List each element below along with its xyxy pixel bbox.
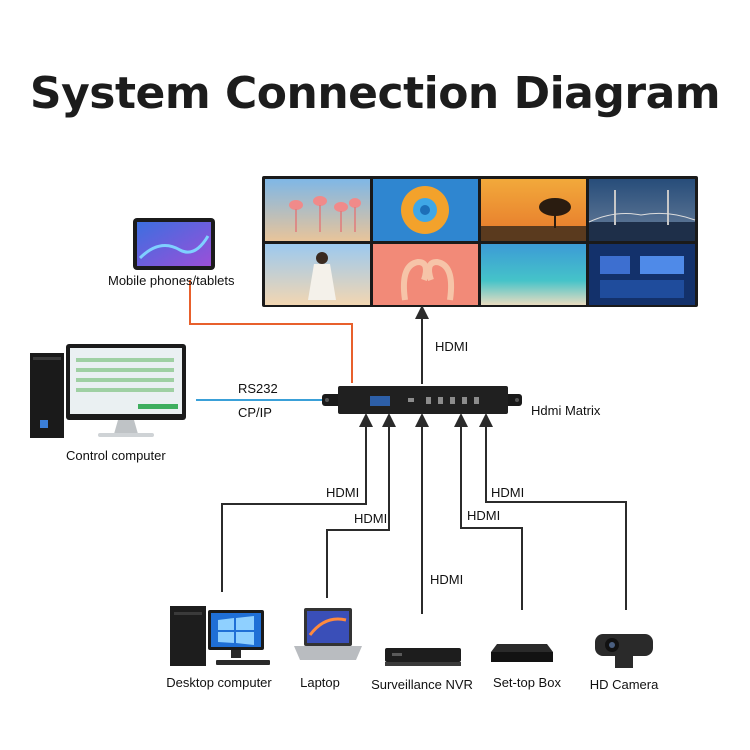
- hdmi-matrix-label: Hdmi Matrix: [531, 403, 601, 418]
- hdmi-output-label: HDMI: [435, 339, 469, 354]
- hdmi-desktop-line: [221, 413, 373, 592]
- mobile-connection-line: [189, 280, 353, 383]
- surveillance-nvr-label: Surveillance NVR: [371, 677, 473, 692]
- hdmi-nvr-label: HDMI: [430, 572, 464, 587]
- wall-screen-flamingos: [265, 179, 370, 241]
- rs232-label: RS232: [238, 381, 278, 396]
- cpip-label: CP/IP: [238, 405, 272, 420]
- surveillance-nvr-icon: [385, 648, 461, 666]
- control-computer-label: Control computer: [66, 448, 166, 463]
- set-top-box-label: Set-top Box: [493, 675, 561, 690]
- hdmi-matrix-device: [322, 386, 522, 414]
- hdmi-settop-label: HDMI: [467, 508, 501, 523]
- hd-camera-icon: [595, 634, 653, 668]
- diagram-title: System Connection Diagram: [29, 68, 721, 119]
- hdmi-laptop-line: [326, 413, 396, 598]
- hdmi-camera-label: HDMI: [491, 485, 525, 500]
- hdmi-laptop-label: HDMI: [354, 511, 388, 526]
- desktop-computer-label: Desktop computer: [166, 675, 272, 690]
- hdmi-camera-line: [479, 413, 627, 610]
- hdmi-desktop-label: HDMI: [326, 485, 360, 500]
- control-computer-icon: [30, 344, 186, 438]
- hd-camera-label: HD Camera: [589, 677, 659, 692]
- wall-screen-beach: [481, 244, 586, 305]
- tablet-icon: [133, 218, 215, 270]
- mobile-label: Mobile phones/tablets: [108, 273, 235, 288]
- set-top-box-icon: [491, 644, 553, 662]
- desktop-computer-icon: [170, 606, 270, 666]
- hdmi-settop-line: [454, 413, 523, 610]
- laptop-icon: [294, 608, 362, 660]
- video-wall: [262, 176, 698, 307]
- laptop-label: Laptop: [300, 675, 340, 690]
